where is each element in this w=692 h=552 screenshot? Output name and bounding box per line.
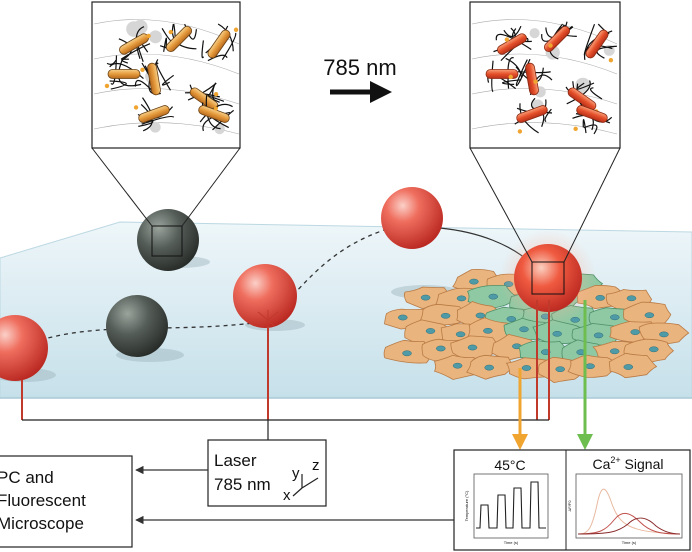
axis-label-y: y — [292, 465, 300, 482]
cell-nucleus — [626, 295, 637, 302]
cell-nucleus — [402, 350, 412, 357]
cell-nucleus — [540, 349, 551, 355]
cell-nucleus — [555, 366, 565, 373]
laser-box-title: Laser — [214, 451, 257, 470]
calcium-xlabel: Time (s) — [622, 540, 637, 545]
cell — [608, 352, 658, 379]
cell-nucleus — [469, 278, 479, 285]
temperature-chart-title: 45°C — [494, 457, 525, 473]
cell-nucleus — [552, 330, 562, 337]
cell-nucleus — [483, 327, 493, 334]
cell-nucleus — [467, 344, 478, 351]
cell-nucleus — [488, 293, 499, 300]
pc-box-line2: Fluorescent — [0, 491, 86, 510]
pc-box: PC and Fluorescent Microscope — [0, 455, 133, 548]
cell-nucleus — [456, 295, 467, 302]
calcium-chart-title: Ca2+ Signal — [593, 455, 664, 472]
temperature-ylabel: Temperature (°C) — [464, 490, 469, 521]
temperature-trace — [476, 481, 546, 529]
laser-box: Laser 785 nm z y x — [207, 439, 327, 507]
cell-nucleus — [610, 314, 620, 321]
cell-nucleus — [595, 295, 605, 301]
cell-nucleus — [585, 363, 595, 370]
magnifier-lines — [91, 147, 621, 263]
cell-nucleus — [521, 365, 532, 371]
cell-nucleus — [609, 348, 620, 355]
calcium-arrow — [577, 300, 593, 450]
inset-before — [91, 1, 241, 149]
cell-nucleus — [644, 312, 655, 319]
cell-nucleus — [455, 331, 466, 338]
axis-label-x: x — [283, 487, 291, 504]
laser-lines — [21, 300, 550, 420]
laser-burst — [257, 310, 279, 327]
temperature-chart: 45°C Temperature (°C) Time (s) — [464, 457, 549, 545]
cell-nucleus — [649, 346, 659, 353]
red-sphere-middle — [233, 264, 297, 328]
cell-nucleus — [440, 312, 451, 319]
cell-nucleus — [420, 294, 431, 301]
temperature-xlabel: Time (s) — [504, 540, 519, 545]
calcium-trace-1 — [577, 488, 681, 535]
cell-nucleus — [484, 364, 494, 371]
laser-connect-line — [22, 419, 549, 440]
cell-nucleus — [475, 312, 486, 319]
wavelength-label: 785 nm — [323, 55, 396, 80]
axes-icon — [292, 474, 319, 497]
dark-sphere-front — [106, 295, 168, 357]
pc-box-line3: Microscope — [0, 514, 84, 533]
cell-nucleus — [425, 328, 436, 334]
cell-nucleus — [593, 332, 604, 339]
calcium-ylabel: ΔF/F0 — [567, 500, 572, 512]
inset-after — [469, 1, 621, 149]
cell-nucleus — [659, 331, 669, 338]
temperature-arrow — [512, 368, 528, 450]
cell-nucleus — [506, 316, 517, 322]
calcium-trace-2 — [577, 513, 681, 535]
cell-nucleus — [519, 326, 529, 333]
cell-nucleus — [398, 314, 408, 321]
cell-nucleus — [436, 345, 446, 352]
sphere-trajectory — [17, 219, 416, 349]
cell-nucleus — [452, 362, 463, 369]
cell-nucleus — [623, 364, 634, 370]
red-sphere-left — [0, 315, 48, 381]
pc-box-line1: PC and — [0, 468, 54, 487]
calcium-chart: Ca2+ Signal ΔF/F0 Time (s) — [567, 455, 683, 545]
calcium-trace-3 — [577, 517, 681, 535]
wavelength-arrowhead — [370, 81, 392, 103]
cell-nucleus — [630, 329, 640, 335]
calcium-plot-frame — [575, 473, 683, 539]
axis-label-z: z — [312, 457, 320, 474]
charts-box — [453, 449, 691, 551]
temperature-plot-frame — [473, 473, 549, 539]
laser-box-wavelength: 785 nm — [214, 475, 271, 494]
red-sphere-top — [381, 187, 443, 249]
